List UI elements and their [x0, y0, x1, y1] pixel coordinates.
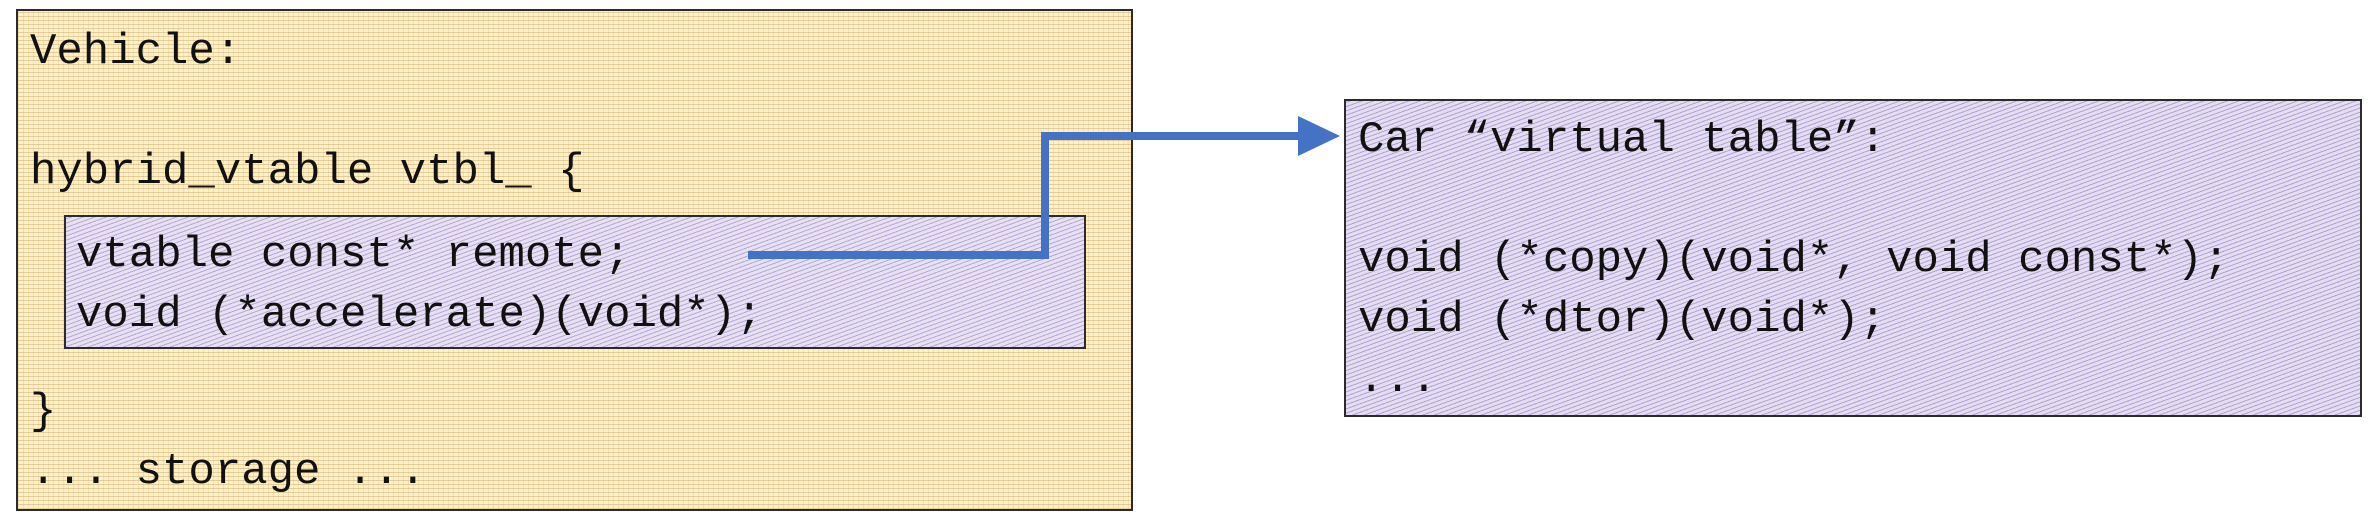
hybrid-vtable-box — [64, 215, 1086, 349]
vtable-title: Car “virtual table”: — [1358, 115, 1887, 165]
arrow-head-icon — [1298, 116, 1340, 156]
hybrid-vtable-close-line: } — [30, 387, 57, 437]
accelerate-pointer-line: void (*accelerate)(void*); — [76, 290, 763, 340]
hybrid-vtable-open-line: hybrid_vtable vtbl_ { — [30, 147, 585, 197]
dtor-function-line: void (*dtor)(void*); — [1358, 295, 1887, 345]
arrow-connector-line — [748, 132, 1308, 259]
storage-line: ... storage ... — [30, 447, 427, 497]
vehicle-title: Vehicle: — [30, 27, 242, 77]
remote-pointer-line: vtable const* remote; — [76, 230, 631, 280]
ellipsis-line: ... — [1358, 355, 1438, 405]
car-virtual-table-box — [1344, 99, 2362, 417]
copy-function-line: void (*copy)(void*, void const*); — [1358, 235, 2230, 285]
